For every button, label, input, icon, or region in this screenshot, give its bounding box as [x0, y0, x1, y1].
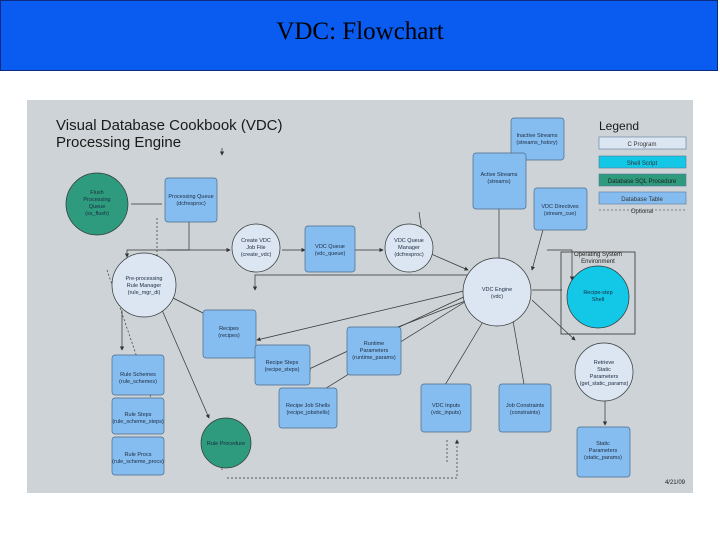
- node-label: Flush: [90, 190, 103, 196]
- node-label: (static_params): [584, 455, 622, 461]
- rule-procedure-node: [200, 417, 252, 469]
- recipe-step-shell-node: [566, 265, 630, 329]
- node-label: Rule Steps: [125, 412, 152, 418]
- slide-header: [0, 0, 718, 71]
- node-label: Manager: [398, 245, 420, 251]
- legend-item: Database SQL Procedure: [608, 179, 677, 185]
- node-label: Parameters: [360, 348, 389, 354]
- rule-schemes-node: [111, 354, 165, 396]
- node-label: Shell: [592, 297, 604, 303]
- node-label: Rule Procs: [125, 452, 152, 458]
- node-label: Parameters: [589, 448, 618, 454]
- processing-queue-node: [164, 177, 218, 223]
- node-label: (rule_schemes): [119, 379, 157, 385]
- node-label: (rule_scheme_steps): [112, 419, 164, 425]
- node-label: VDC Queue: [394, 238, 424, 244]
- node-label: (rule_mgr_di): [128, 290, 161, 296]
- node-label: Inactive Streams: [517, 133, 558, 139]
- node-label: (recipe_steps): [265, 367, 300, 373]
- node-label: (ss_flush): [85, 211, 109, 217]
- static-parameters-node: [576, 426, 631, 478]
- legend-item: Database Table: [621, 197, 663, 203]
- vdc-queue-node: [304, 225, 356, 273]
- node-label: Runtime: [364, 341, 384, 347]
- node-label: Retrieve: [594, 360, 614, 366]
- preprocessing-rule-manager-node: [111, 252, 177, 318]
- node-label: Recipe Job Shells: [286, 403, 330, 409]
- node-label: Recipe-step: [583, 290, 612, 296]
- legend-c-program: [598, 136, 687, 150]
- env-label: Operating System: [574, 252, 622, 258]
- node-label: (streams_hstory): [516, 140, 557, 146]
- active-streams-node: [472, 152, 527, 210]
- node-label: (stream_cue): [544, 211, 577, 217]
- retrieve-static-parameters-node: [574, 342, 634, 402]
- runtime-parameters-node: [346, 326, 402, 376]
- node-label: (constraints): [510, 410, 540, 416]
- node-label: Rule Schemes: [120, 372, 156, 378]
- legend-item: Optional: [631, 209, 653, 215]
- node-label: Active Streams: [481, 172, 518, 178]
- diagram-subtitle: Processing Engine: [56, 134, 181, 151]
- node-label: VDC Engine: [482, 287, 512, 293]
- legend-title: Legend: [599, 119, 639, 133]
- node-label: (vdc_queue): [315, 251, 346, 257]
- vdc-inputs-node: [420, 383, 472, 433]
- node-label: (recipes): [218, 333, 240, 339]
- node-label: (recipe_jobshells): [286, 410, 329, 416]
- legend: Legend C Program Shell Script Database S…: [598, 119, 687, 215]
- node-label: Pre-processing: [126, 276, 163, 282]
- legend-sql-procedure: [598, 173, 687, 187]
- rule-procs-node: [111, 436, 165, 476]
- node-label: Rule Manager: [127, 283, 162, 289]
- job-constraints-node: [498, 383, 552, 433]
- node-label: Job File: [246, 245, 265, 251]
- recipe-job-shells-node: [278, 387, 338, 429]
- node-label: Recipe Steps: [266, 360, 299, 366]
- diagram-date: 4/21/09: [665, 480, 686, 486]
- node-label: (rule_scheme_procs): [112, 459, 164, 465]
- node-label: (create_vdc): [241, 252, 272, 258]
- node-label: (runtime_params): [352, 355, 396, 361]
- recipes-node: [202, 309, 257, 359]
- node-label: Static: [596, 441, 610, 447]
- node-label: Recipes: [219, 326, 239, 332]
- node-label: Parameters: [590, 374, 619, 380]
- flush-processing-queue-node: [65, 172, 129, 236]
- node-label: Job Constraints: [506, 403, 544, 409]
- vdc-engine-node: [462, 257, 532, 327]
- node-label: (get_static_params): [580, 381, 629, 387]
- legend-item: Shell Script: [627, 161, 658, 167]
- node-label: Rule Procedure: [207, 441, 245, 447]
- node-label: VDC Directives: [541, 204, 579, 210]
- node-label: (dcfresproc): [394, 252, 424, 258]
- diagram-title: Visual Database Cookbook (VDC): [56, 117, 283, 134]
- slide-title: VDC: Flowchart: [276, 18, 444, 45]
- node-label: Processing: [83, 197, 110, 203]
- node-label: Static: [597, 367, 611, 373]
- rule-steps-node: [111, 397, 165, 435]
- os-environment-box: [560, 251, 636, 335]
- node-label: Processing Queue: [168, 194, 213, 200]
- flowchart-diagram: Visual Database Cookbook (VDC) Processin…: [27, 100, 693, 493]
- node-label: VDC Inputs: [432, 403, 460, 409]
- node-label: (vdc_inputs): [431, 410, 461, 416]
- legend-database-table: [598, 191, 687, 205]
- recipe-steps-node: [254, 344, 311, 386]
- node-label: VDC Queue: [315, 244, 345, 250]
- node-label: (vdc): [491, 294, 503, 300]
- inactive-streams-node: [510, 117, 565, 161]
- vdc-queue-manager-node: [384, 223, 434, 273]
- node-label: (dcfresproc): [176, 201, 206, 207]
- create-vdc-job-file-node: [231, 223, 281, 273]
- node-label: (streams): [487, 179, 510, 185]
- legend-shell-script: [598, 155, 687, 169]
- legend-item: C Program: [627, 142, 656, 148]
- env-label: Environment: [581, 259, 615, 265]
- node-label: Queue: [89, 204, 106, 210]
- vdc-directives-node: [533, 187, 588, 231]
- node-label: Create VDC: [241, 238, 271, 244]
- connectors: [96, 148, 608, 470]
